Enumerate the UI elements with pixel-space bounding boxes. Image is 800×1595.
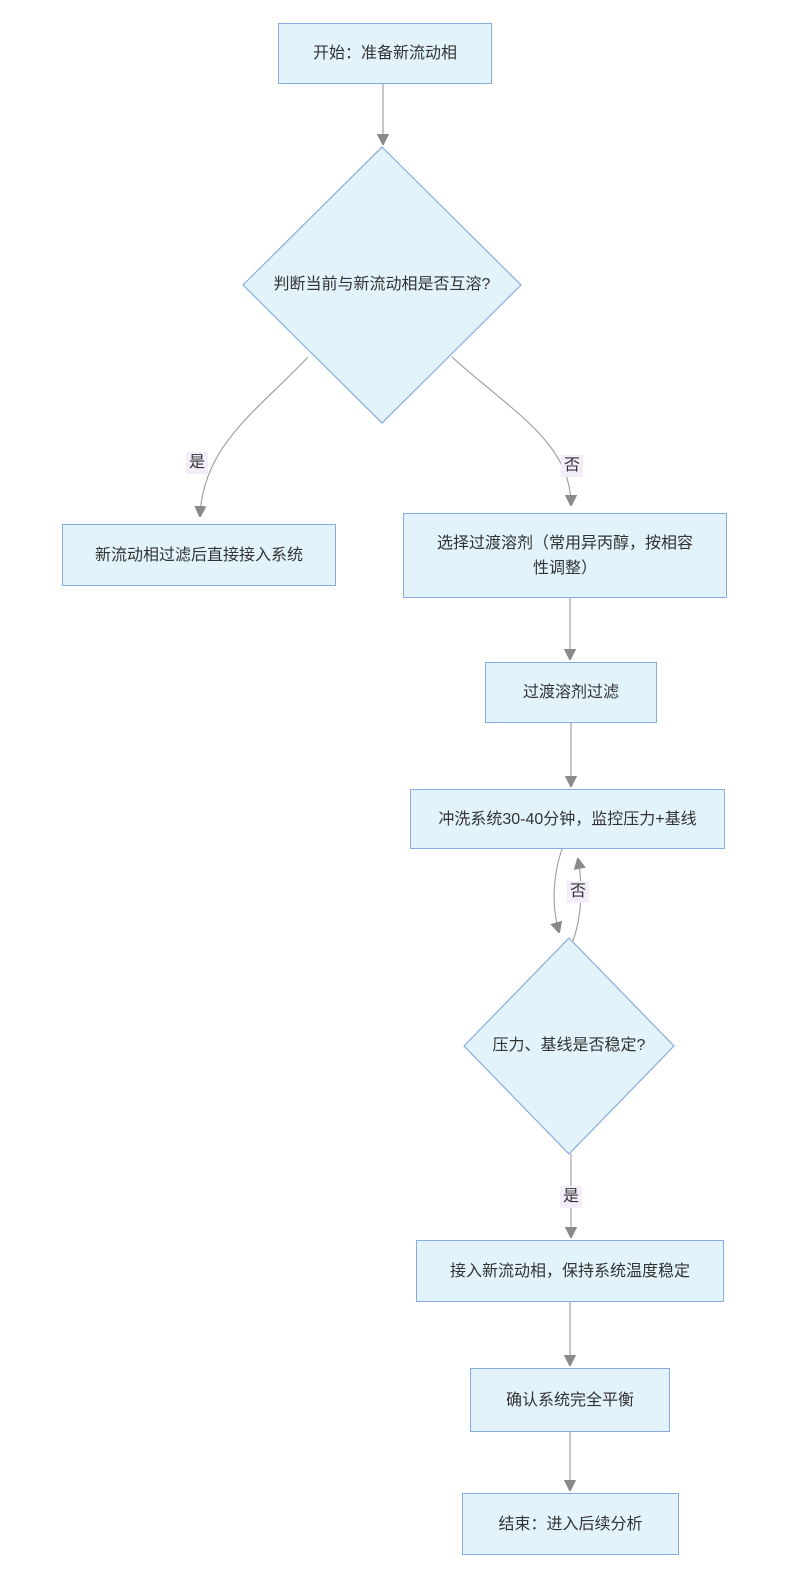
edge-decision1-yes-to-direct: [200, 356, 309, 516]
node-start: 开始：准备新流动相: [278, 23, 492, 84]
decision1-diamond-shape: [242, 146, 522, 424]
node-end: 结束：进入后续分析: [462, 1493, 679, 1555]
node-filter-solvent: 过渡溶剂过滤: [485, 662, 657, 723]
node-confirm-equilibrium: 确认系统完全平衡: [470, 1368, 670, 1432]
node-flush-system: 冲洗系统30-40分钟，监控压力+基线: [410, 789, 725, 849]
edge-label-no-decision1: 否: [560, 455, 584, 477]
node-direct-connect: 新流动相过滤后直接接入系统: [62, 524, 336, 586]
edge-label-yes-decision1: 是: [185, 452, 209, 474]
edge-flush-to-decision2: [554, 848, 563, 932]
node-transition-solvent: 选择过渡溶剂（常用异丙醇，按相容性调整）: [403, 513, 727, 598]
edge-label-no-decision2: 否: [566, 881, 590, 903]
edge-decision1-no-to-transition: [451, 356, 571, 505]
node-connect-new-phase: 接入新流动相，保持系统温度稳定: [416, 1240, 724, 1302]
edge-label-yes-decision2: 是: [559, 1186, 583, 1208]
decision2-diamond-shape: [463, 937, 675, 1155]
